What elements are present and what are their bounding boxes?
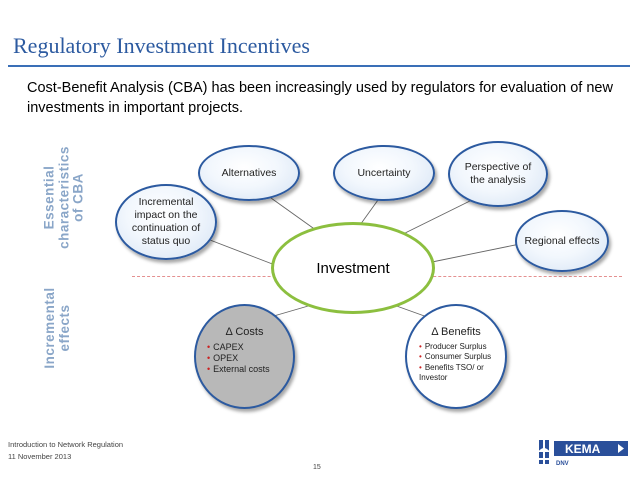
footer-date: 11 November 2013 xyxy=(8,452,72,461)
slide-title: Regulatory Investment Incentives xyxy=(13,33,310,58)
logo-wordmark: KEMA xyxy=(565,442,601,456)
bubble-perspective: Perspective of the analysis xyxy=(448,141,548,207)
kema-dnv-logo: KEMA DNV xyxy=(538,440,628,467)
costs-item: OPEX xyxy=(207,353,270,364)
benefits-item: Consumer Surplus xyxy=(419,352,505,362)
costs-item: CAPEX xyxy=(207,342,270,353)
bubble-regional-effects: Regional effects xyxy=(515,210,609,272)
costs-title: Δ Costs xyxy=(225,326,264,338)
costs-bubble: Δ Costs CAPEX OPEX External costs xyxy=(194,304,295,409)
bubble-uncertainty: Uncertainty xyxy=(333,145,435,201)
logo-sub: DNV xyxy=(556,461,569,467)
title-divider xyxy=(8,65,630,67)
page-number: 15 xyxy=(313,464,321,471)
benefits-item: Benefits TSO/ or Investor xyxy=(419,363,505,384)
costs-item: External costs xyxy=(207,364,270,375)
intro-text: Cost-Benefit Analysis (CBA) has been inc… xyxy=(27,80,613,116)
benefits-title: Δ Benefits xyxy=(431,326,481,338)
logo-wordmark-bg xyxy=(554,441,628,456)
footer-course: Introduction to Network Regulation xyxy=(8,440,124,449)
bubble-alternatives: Alternatives xyxy=(198,145,300,201)
costs-list: CAPEX OPEX External costs xyxy=(207,342,270,375)
connector-regional xyxy=(431,243,521,263)
benefits-list: Producer Surplus Consumer Surplus Benefi… xyxy=(419,342,505,383)
benefits-bubble: Δ Benefits Producer Surplus Consumer Sur… xyxy=(405,304,507,409)
connector-perspective xyxy=(394,196,479,239)
center-investment: Investment xyxy=(271,222,435,314)
bubble-incremental-impact: Incremental impact on the continuation o… xyxy=(115,184,217,260)
connector-incremental-impact xyxy=(209,239,276,266)
benefits-item: Producer Surplus xyxy=(419,342,505,352)
logo-mark xyxy=(538,440,551,464)
